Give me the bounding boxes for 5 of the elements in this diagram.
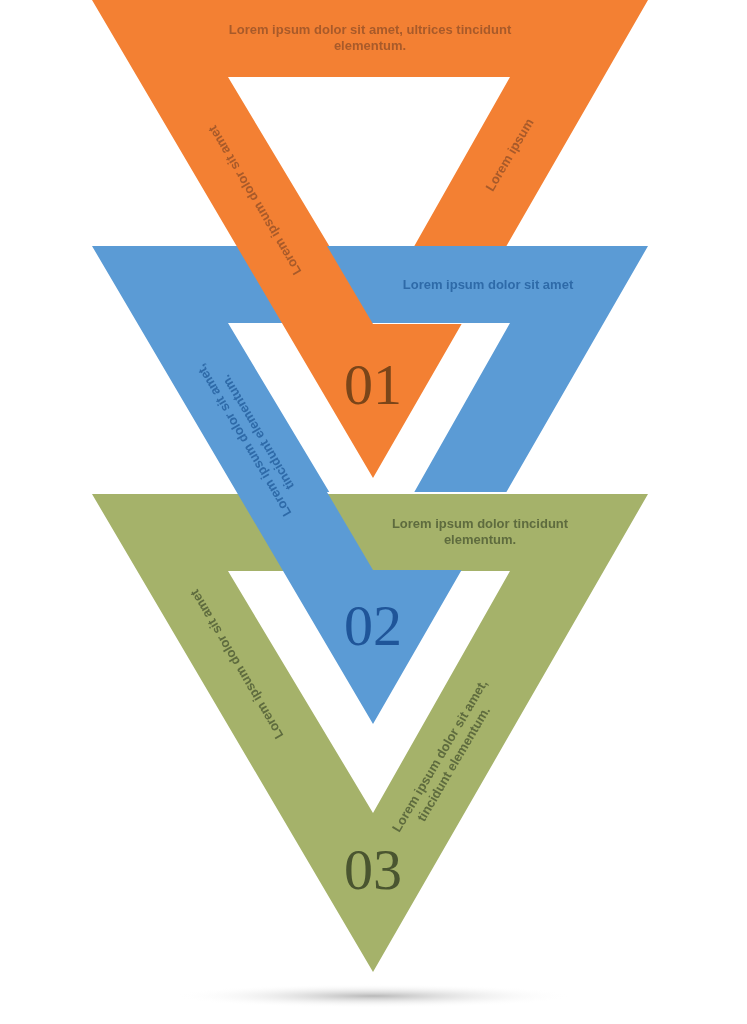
band-text: Lorem ipsum dolor sit amet, ultrices tincidunt elementum. <box>227 22 513 54</box>
step-number: 02 <box>343 596 403 656</box>
step-number: 01 <box>343 355 403 415</box>
band-text: Lorem ipsum dolor tincidunt elementum. <box>390 516 570 548</box>
step-number: 03 <box>343 840 403 900</box>
